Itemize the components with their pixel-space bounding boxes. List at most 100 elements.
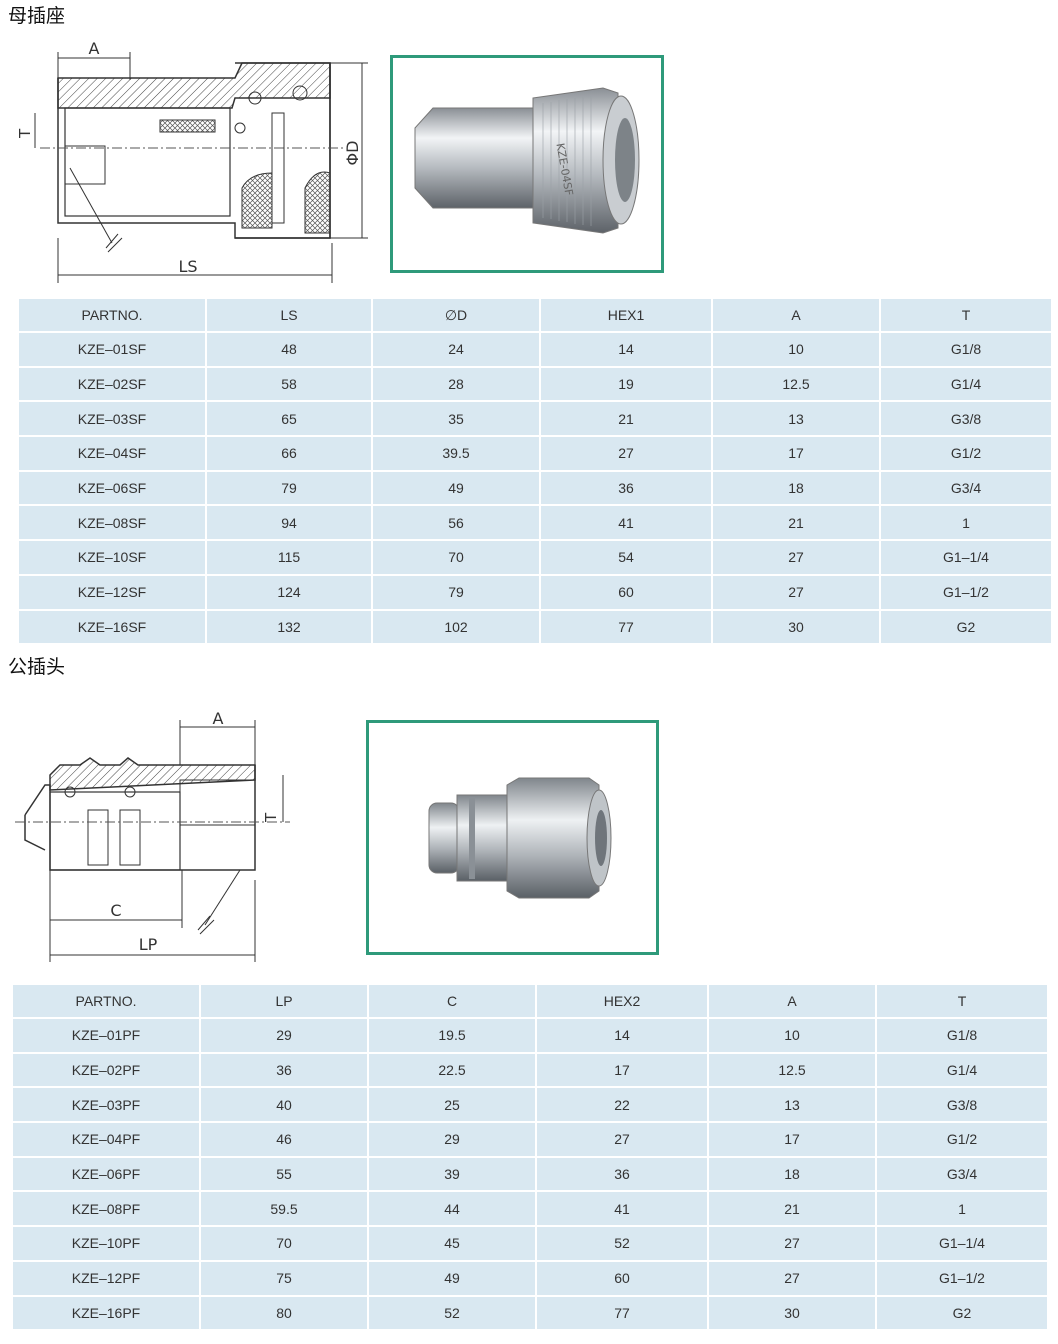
female-dim-a-label: A bbox=[89, 39, 100, 58]
thread-cell: G3/8 bbox=[881, 402, 1051, 436]
dim-cell: 58 bbox=[207, 367, 371, 401]
female-coupler-photo: KZE-04SF bbox=[390, 55, 664, 273]
dim-cell: 79 bbox=[373, 575, 539, 609]
dim-cell: 45 bbox=[369, 1227, 535, 1260]
dim-cell: 56 bbox=[373, 506, 539, 540]
dim-cell: 40 bbox=[201, 1088, 367, 1122]
part-number-cell: KZE–02SF bbox=[19, 367, 205, 401]
male-dim-a-label: A bbox=[213, 709, 224, 728]
part-number-cell: KZE–08PF bbox=[13, 1192, 199, 1226]
dim-cell: 35 bbox=[373, 402, 539, 436]
thread-cell: G1/4 bbox=[877, 1053, 1047, 1087]
part-number-cell: KZE–12SF bbox=[19, 575, 205, 609]
female-coupler-image: KZE-04SF bbox=[414, 87, 640, 234]
part-number-cell: KZE–08SF bbox=[19, 506, 205, 540]
hex-cell: 36 bbox=[537, 1157, 707, 1191]
hex-cell: 77 bbox=[537, 1296, 707, 1330]
dim-cell: 70 bbox=[201, 1227, 367, 1260]
dim-cell: 132 bbox=[207, 610, 371, 644]
thread-cell: G3/8 bbox=[877, 1088, 1047, 1122]
thread-cell: G2 bbox=[877, 1296, 1047, 1330]
dim-cell: 75 bbox=[201, 1261, 367, 1295]
hex-cell: 22 bbox=[537, 1088, 707, 1122]
thread-cell: G1/8 bbox=[877, 1019, 1047, 1052]
col-t-header: T bbox=[877, 985, 1047, 1017]
hex-cell: 60 bbox=[537, 1261, 707, 1295]
part-number-cell: KZE–12PF bbox=[13, 1261, 199, 1295]
a-cell: 27 bbox=[709, 1261, 875, 1295]
dim-cell: 66 bbox=[207, 437, 371, 470]
dim-cell: 36 bbox=[201, 1053, 367, 1087]
male-section-heading: 公插头 bbox=[8, 656, 66, 678]
hex-cell: 77 bbox=[541, 610, 711, 644]
male-plug-image bbox=[428, 777, 612, 899]
male-plug-photo bbox=[366, 720, 659, 955]
thread-cell: G1/8 bbox=[881, 333, 1051, 366]
dim-cell: 29 bbox=[369, 1123, 535, 1156]
col-lp-header: LP bbox=[201, 985, 367, 1017]
dim-cell: 79 bbox=[207, 471, 371, 505]
a-cell: 30 bbox=[709, 1296, 875, 1330]
dim-cell: 70 bbox=[373, 541, 539, 574]
hex-cell: 14 bbox=[537, 1019, 707, 1052]
part-number-cell: KZE–04PF bbox=[13, 1123, 199, 1156]
dim-cell: 65 bbox=[207, 402, 371, 436]
hex-cell: 60 bbox=[541, 575, 711, 609]
col-hex2-header: HEX2 bbox=[537, 985, 707, 1017]
dim-cell: 52 bbox=[369, 1296, 535, 1330]
hex-cell: 21 bbox=[541, 402, 711, 436]
part-number-cell: KZE–03SF bbox=[19, 402, 205, 436]
dim-cell: 59.5 bbox=[201, 1192, 367, 1226]
dim-cell: 29 bbox=[201, 1019, 367, 1052]
female-coupler-drawing: A T ΦD LS bbox=[16, 39, 368, 283]
a-cell: 27 bbox=[709, 1227, 875, 1260]
hex-cell: 14 bbox=[541, 333, 711, 366]
a-cell: 17 bbox=[713, 437, 879, 470]
part-number-cell: KZE–03PF bbox=[13, 1088, 199, 1122]
dim-cell: 49 bbox=[369, 1261, 535, 1295]
a-cell: 18 bbox=[709, 1157, 875, 1191]
col-t-header: T bbox=[881, 299, 1051, 331]
dim-cell: 94 bbox=[207, 506, 371, 540]
a-cell: 21 bbox=[713, 506, 879, 540]
part-number-cell: KZE–16PF bbox=[13, 1296, 199, 1330]
col-c-header: C bbox=[369, 985, 535, 1017]
dim-cell: 102 bbox=[373, 610, 539, 644]
dim-cell: 25 bbox=[369, 1088, 535, 1122]
female-table-header-row: PARTNO. LS ∅D HEX1 A T bbox=[19, 299, 1051, 331]
col-partno-header: PARTNO. bbox=[19, 299, 205, 331]
thread-cell: G1–1/4 bbox=[877, 1227, 1047, 1260]
dim-cell: 124 bbox=[207, 575, 371, 609]
a-cell: 12.5 bbox=[713, 367, 879, 401]
thread-cell: G1/2 bbox=[881, 437, 1051, 470]
thread-cell: G2 bbox=[881, 610, 1051, 644]
dim-cell: 49 bbox=[373, 471, 539, 505]
thread-cell: G3/4 bbox=[881, 471, 1051, 505]
male-plug-drawing: A T C LP bbox=[15, 709, 290, 962]
a-cell: 21 bbox=[709, 1192, 875, 1226]
hex-cell: 17 bbox=[537, 1053, 707, 1087]
thread-cell: 1 bbox=[881, 506, 1051, 540]
dim-cell: 115 bbox=[207, 541, 371, 574]
thread-cell: G1–1/2 bbox=[877, 1261, 1047, 1295]
part-number-cell: KZE–10SF bbox=[19, 541, 205, 574]
thread-cell: G1/4 bbox=[881, 367, 1051, 401]
thread-cell: G1/2 bbox=[877, 1123, 1047, 1156]
part-number-cell: KZE–01PF bbox=[13, 1019, 199, 1052]
dim-cell: 55 bbox=[201, 1157, 367, 1191]
col-hex1-header: HEX1 bbox=[541, 299, 711, 331]
part-number-cell: KZE–04SF bbox=[19, 437, 205, 470]
a-cell: 10 bbox=[713, 333, 879, 366]
dim-cell: 19.5 bbox=[369, 1019, 535, 1052]
